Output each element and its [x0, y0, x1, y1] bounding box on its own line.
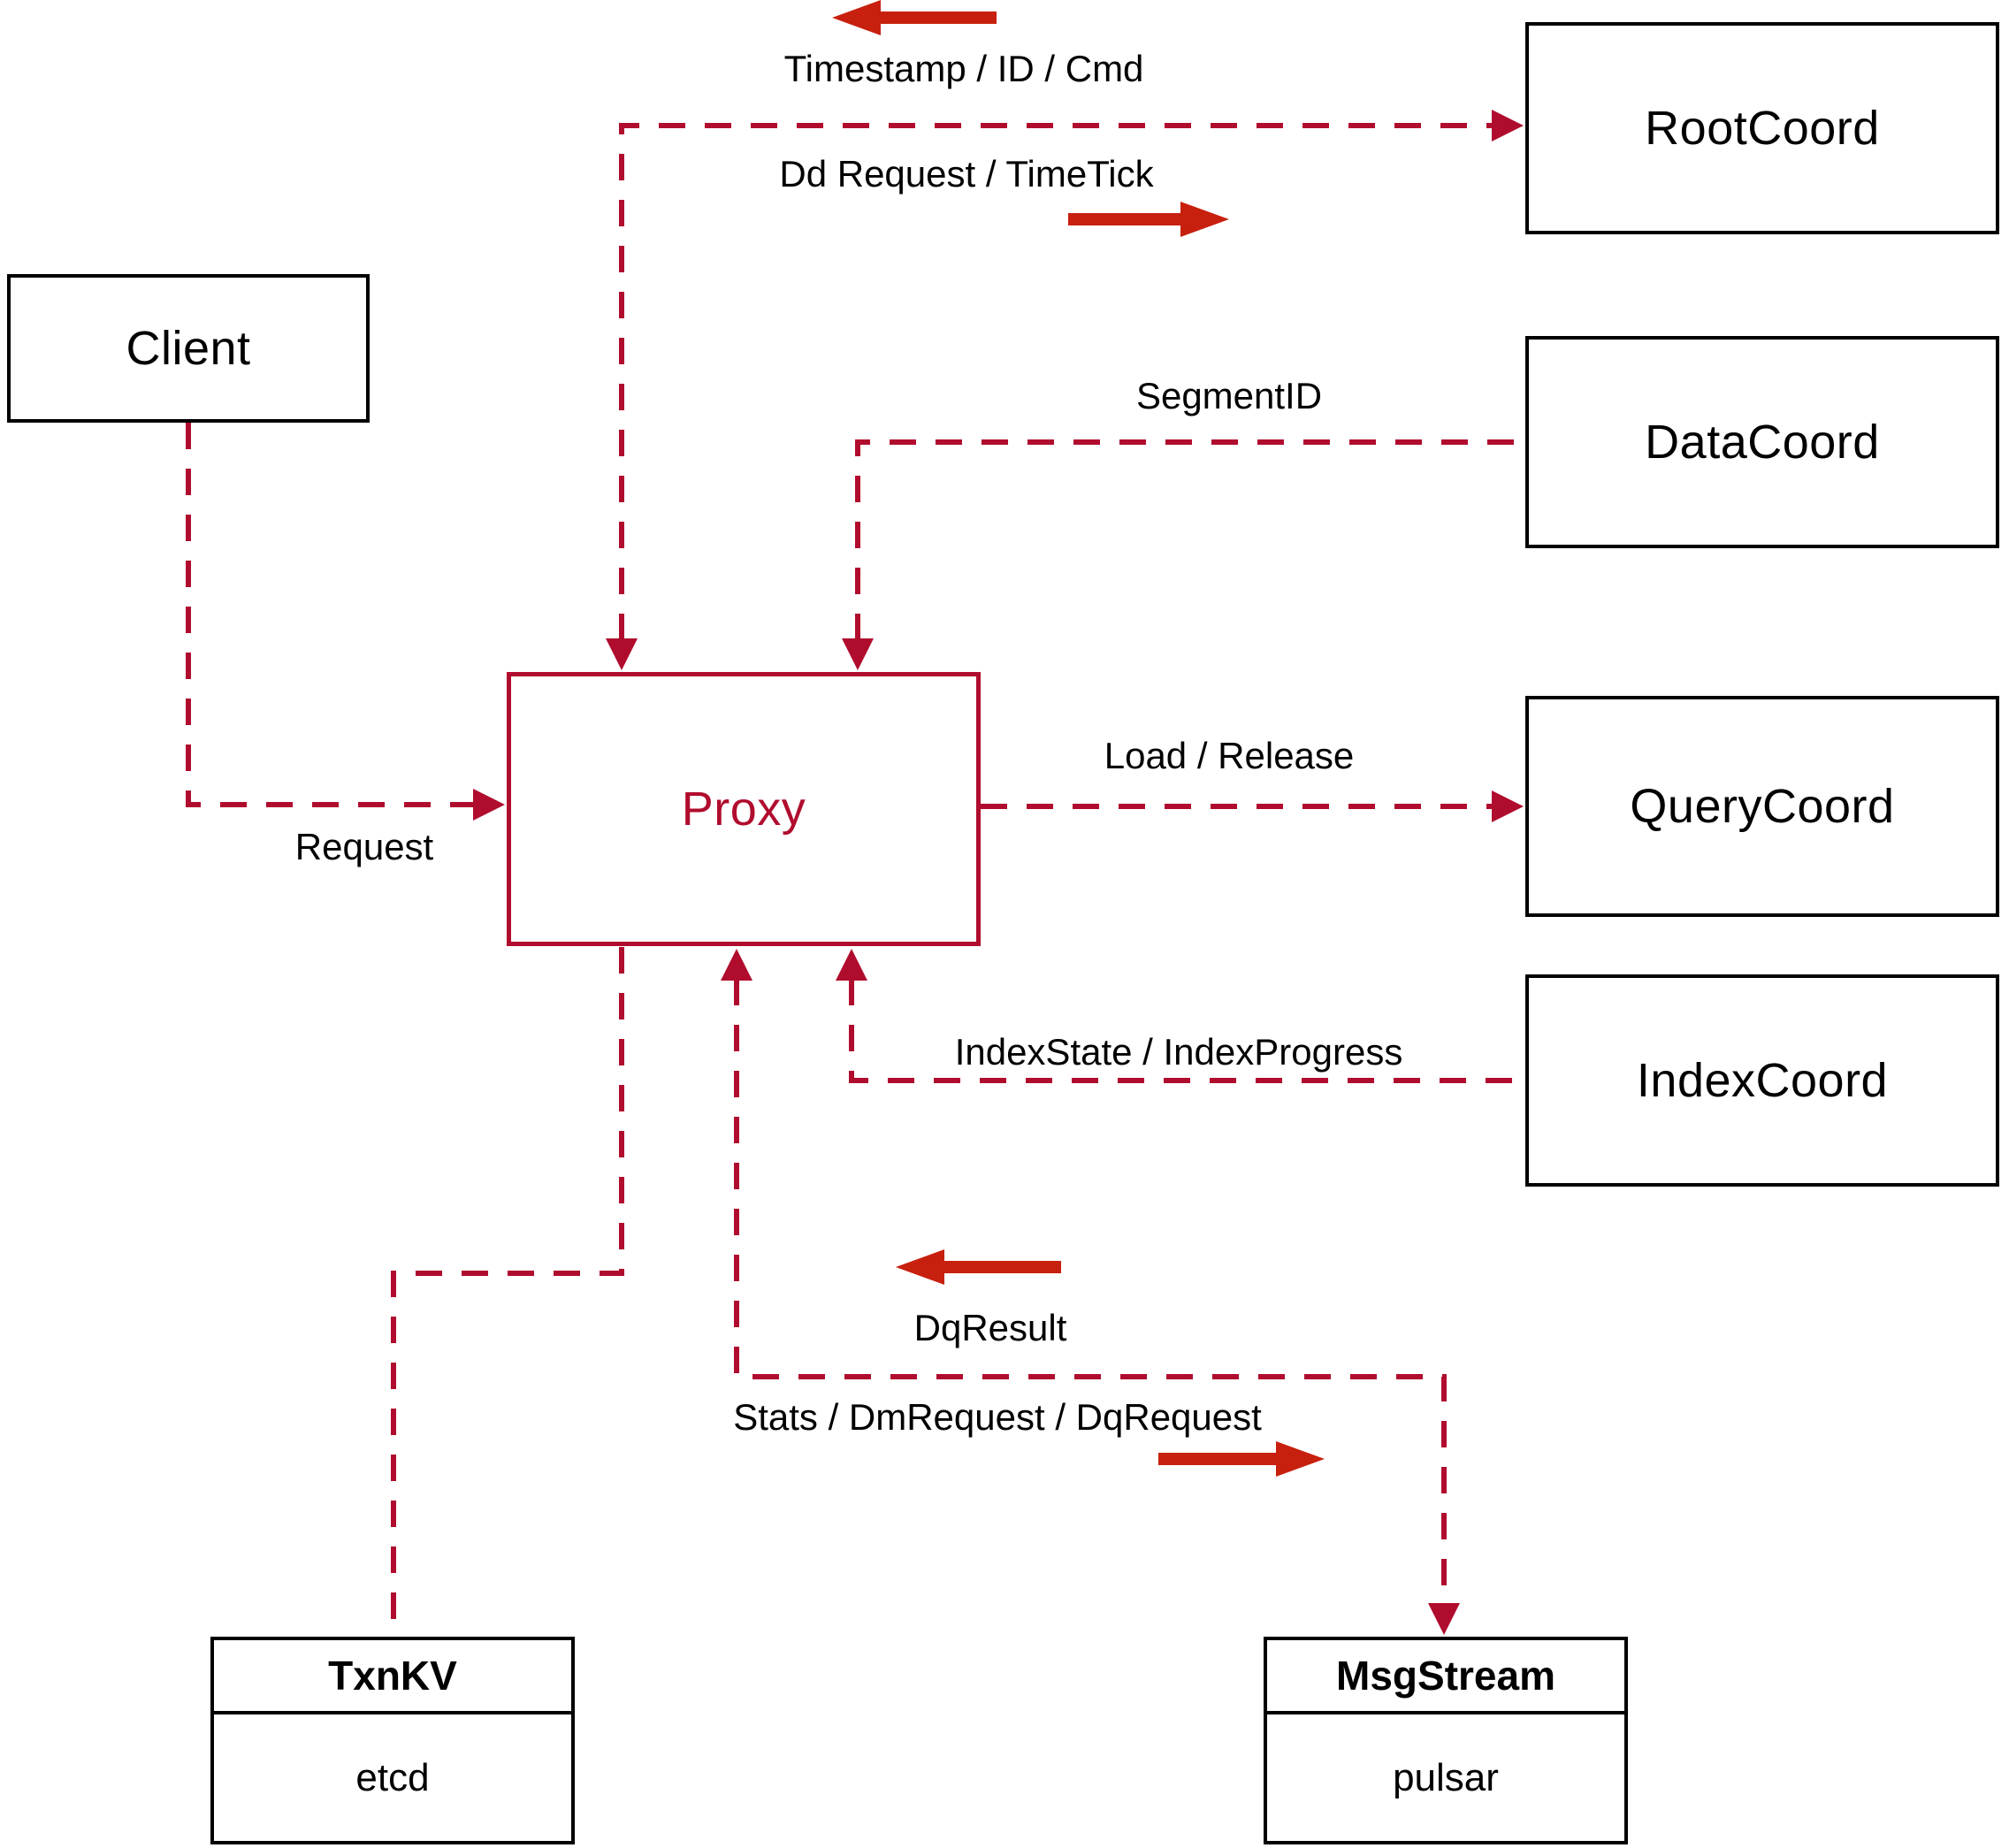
- node-rootcoord-label: RootCoord: [1645, 102, 1880, 155]
- node-msgstream-title: MsgStream: [1267, 1640, 1624, 1714]
- edge-label-dd-request-timetick: Dd Request / TimeTick: [779, 153, 1154, 195]
- arrowhead-into-proxy-top-left-icon: [606, 638, 638, 670]
- edge-label-segmentid: SegmentID: [1135, 375, 1323, 416]
- edge-datacoord-proxy: [855, 439, 1523, 640]
- flow-arrow-left-timestamp-icon: [832, 0, 997, 35]
- edge-label-indexstate-indexprogress: IndexState / IndexProgress: [954, 1031, 1403, 1073]
- node-txnkv: TxnKV etcd: [210, 1637, 575, 1844]
- flow-arrow-right-ddrequest-icon: [1068, 202, 1229, 237]
- edge-client-proxy: [186, 423, 475, 807]
- node-client: Client: [7, 274, 370, 423]
- node-querycoord: QueryCoord: [1525, 696, 1999, 917]
- edge-proxy-msgstream: [734, 979, 1447, 1605]
- node-rootcoord: RootCoord: [1525, 22, 1999, 234]
- node-proxy: Proxy: [507, 672, 981, 946]
- node-indexcoord-label: IndexCoord: [1636, 1054, 1889, 1107]
- arrowhead-into-proxy-left-icon: [473, 789, 505, 821]
- edge-label-timestamp-id-cmd: Timestamp / ID / Cmd: [783, 48, 1144, 89]
- edge-proxy-rootcoord: [619, 123, 1493, 640]
- arrowhead-into-proxy-bottom-left-icon: [721, 949, 752, 981]
- arrowhead-into-rootcoord-icon: [1492, 110, 1524, 141]
- edge-proxy-txnkv: [391, 947, 624, 1637]
- edge-label-stats-dmrequest-dqrequest: Stats / DmRequest / DqRequest: [733, 1396, 1262, 1438]
- node-indexcoord: IndexCoord: [1525, 974, 1999, 1187]
- node-txnkv-subtitle: etcd: [355, 1755, 430, 1799]
- arrowhead-into-proxy-bottom-right-icon: [836, 949, 867, 981]
- flow-arrow-right-stats-icon: [1158, 1441, 1325, 1477]
- edge-label-load-release: Load / Release: [1104, 735, 1355, 776]
- arrowhead-into-msgstream-icon: [1428, 1603, 1460, 1635]
- node-client-label: Client: [126, 322, 251, 375]
- node-txnkv-title: TxnKV: [214, 1640, 571, 1714]
- edge-label-dqresult: DqResult: [913, 1307, 1067, 1348]
- node-msgstream-subtitle: pulsar: [1393, 1755, 1499, 1799]
- flow-arrow-left-dqresult-icon: [896, 1249, 1061, 1285]
- node-msgstream: MsgStream pulsar: [1264, 1637, 1628, 1844]
- edge-indexcoord-proxy: [849, 979, 1523, 1083]
- arrowhead-into-querycoord-icon: [1492, 790, 1524, 822]
- edge-label-request: Request: [294, 826, 434, 867]
- node-datacoord-label: DataCoord: [1645, 416, 1880, 469]
- node-proxy-label: Proxy: [681, 783, 806, 836]
- arrowhead-into-proxy-top-right-icon: [842, 638, 874, 670]
- node-querycoord-label: QueryCoord: [1630, 780, 1895, 833]
- node-datacoord: DataCoord: [1525, 336, 1999, 548]
